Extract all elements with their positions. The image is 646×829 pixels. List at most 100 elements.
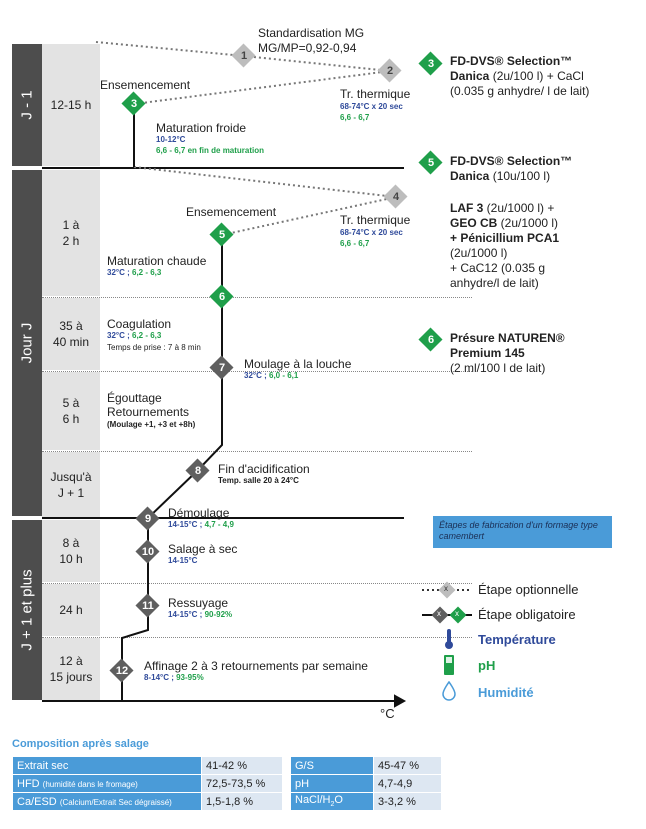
culture-6-dose: (2 ml/100 l de lait): [450, 361, 546, 375]
table-row: G/S 45-47 %: [290, 756, 442, 775]
duration-row: 12-15 h: [42, 44, 100, 166]
duration-row: 24 h: [42, 584, 100, 636]
step-5-title: Ensemencement: [186, 205, 277, 219]
row-divider: [42, 637, 472, 638]
ph-meter-icon: [444, 655, 454, 675]
table-cell: 41-42 %: [201, 756, 283, 775]
step-6-params: 32°C ; 6,2 - 6,3: [107, 331, 162, 340]
culture-5-product: FD-DVS® Selection™: [450, 154, 573, 168]
phase-jour-j: Jour J: [12, 170, 42, 516]
step-12-title: Affinage 2 à 3 retournements par semaine: [144, 659, 368, 673]
duration-row: 12 à 15 jours: [42, 638, 100, 700]
duration-row: 35 à 40 min: [42, 298, 100, 370]
egouttage-note: (Moulage +1, +3 et +8h): [107, 420, 196, 429]
culture-3-note: (0.035 g anhydre/ l de lait): [450, 84, 590, 98]
maturation-chaude-title: Maturation chaude: [107, 254, 207, 268]
step-9-params: 14-15°C ; 4,7 - 4,9: [168, 520, 234, 529]
row-divider: [42, 371, 472, 372]
process-banner: Étapes de fabrication d'un formage type …: [433, 516, 612, 548]
legend-mandatory-mark-green: x: [455, 609, 459, 618]
duration-row: 1 à 2 h: [42, 170, 100, 296]
step-10-temperature: 14-15°C: [168, 556, 198, 565]
maturation-chaude-params: 32°C ; 6,2 - 6,3: [107, 268, 162, 277]
maturation-froide-ph: 6,6 - 6,7 en fin de maturation: [156, 146, 265, 155]
row-divider: [42, 297, 472, 298]
step-6-note: Temps de prise : 7 à 8 min: [107, 343, 201, 352]
phase-j-minus-1: J - 1: [12, 44, 42, 166]
duration-row: 8 à 10 h: [42, 520, 100, 582]
axis-unit-label: °C: [380, 706, 395, 721]
phase-j-plus-1: J + 1 et plus: [12, 520, 42, 700]
culture-3-product: FD-DVS® Selection™: [450, 54, 573, 68]
culture-6-name: Premium 145: [450, 346, 525, 360]
duration-row: 5 à 6 h: [42, 372, 100, 450]
legend-optional-mark: x: [444, 584, 448, 593]
composition-table-right: G/S 45-47 % pH 4,7-4,9 NaCl/H2O 3-3,2 %: [290, 756, 442, 811]
step-4-title: Tr. thermique: [340, 213, 411, 227]
step-11-title: Ressuyage: [168, 596, 229, 610]
step-2-temperature: 68-74°C x 20 sec: [340, 102, 403, 111]
culture-5-penicillium: + Pénicillium PCA1: [450, 231, 560, 245]
legend-mandatory-label: Étape obligatoire: [478, 607, 576, 622]
table-cell: 4,7-4,9: [373, 774, 442, 793]
table-row: Extrait sec 41-42 %: [12, 756, 283, 775]
row-divider: [42, 451, 472, 452]
culture-5-dose: Danica (10u/100 l): [450, 169, 551, 183]
composition-title: Composition après salage: [12, 738, 149, 750]
table-cell: pH: [290, 774, 374, 793]
step-6-title: Coagulation: [107, 317, 172, 331]
table-row: NaCl/H2O 3-3,2 %: [290, 792, 442, 811]
culture-6-product: Présure NATUREN®: [450, 331, 565, 345]
row-divider: [42, 583, 472, 584]
culture-5-laf3: LAF 3 (2u/1000 l) +: [450, 201, 555, 215]
table-cell: Extrait sec: [12, 756, 202, 775]
table-cell: NaCl/H2O: [290, 792, 374, 811]
step-12-params: 8-14°C ; 93-95%: [144, 673, 204, 682]
table-cell: 72,5-73,5 %: [201, 774, 283, 793]
step-1-ratio: MG/MP=0,92-0,94: [258, 41, 357, 55]
thermometer-icon: [445, 629, 453, 649]
table-cell: 1,5-1,8 %: [201, 792, 283, 811]
legend-humidity-label: Humidité: [478, 685, 534, 700]
maturation-froide-title: Maturation froide: [156, 121, 247, 135]
step-1-title: Standardisation MG: [258, 26, 365, 40]
step-2-ph: 6,6 - 6,7: [340, 113, 370, 122]
table-row: Ca/ESD (Calcium/Extrait Sec dégraissé) 1…: [12, 792, 283, 811]
step-8-title: Fin d'acidification: [218, 462, 310, 476]
legend-temperature-label: Température: [478, 632, 556, 647]
table-cell: 45-47 %: [373, 756, 442, 775]
step-7-params: 32°C ; 6,0 - 6,1: [244, 371, 299, 380]
step-2-title: Tr. thermique: [340, 87, 411, 101]
composition-table-left: Extrait sec 41-42 % HFD (humidité dans l…: [12, 756, 283, 811]
step-4-temperature: 68-74°C x 20 sec: [340, 228, 403, 237]
table-row: pH 4,7-4,9: [290, 774, 442, 793]
duration-row: Jusqu'à J + 1: [42, 452, 100, 518]
culture-5-cacl: + CaC12 (0.035 g: [450, 261, 546, 275]
culture-3-dose: Danica (2u/100 l) + CaCl: [450, 69, 584, 83]
droplet-icon: [442, 681, 456, 701]
maturation-froide-temperature: 10-12°C: [156, 135, 186, 144]
egouttage-title: Égouttage: [107, 391, 162, 405]
table-row: HFD (humidité dans le fromage) 72,5-73,5…: [12, 774, 283, 793]
step-8-note: Temp. salle 20 à 24°C: [218, 476, 299, 485]
table-cell: HFD (humidité dans le fromage): [12, 774, 202, 793]
step-11-params: 14-15°C ; 90-92%: [168, 610, 233, 619]
table-cell: G/S: [290, 756, 374, 775]
retournements-title: Retournements: [107, 405, 190, 419]
culture-5-penicillium-dose: (2u/1000 l): [450, 246, 508, 260]
culture-5-geocb: GEO CB (2u/1000 l): [450, 216, 559, 230]
step-9-title: Démoulage: [168, 506, 230, 520]
culture-5-cacl-note: anhydre/l de lait): [450, 276, 539, 290]
legend-ph-label: pH: [478, 658, 496, 673]
step-10-title: Salage à sec: [168, 542, 238, 556]
step-7-title: Moulage à la louche: [244, 357, 352, 371]
table-cell: 3-3,2 %: [373, 792, 442, 811]
step-3-title: Ensemencement: [100, 78, 191, 92]
step-4-ph: 6,6 - 6,7: [340, 239, 370, 248]
table-cell: Ca/ESD (Calcium/Extrait Sec dégraissé): [12, 792, 202, 811]
phase-boundary-line: [42, 517, 404, 519]
legend-mandatory-mark: x: [437, 609, 441, 618]
legend-optional-label: Étape optionnelle: [478, 582, 579, 597]
phase-boundary-line: [42, 167, 404, 169]
